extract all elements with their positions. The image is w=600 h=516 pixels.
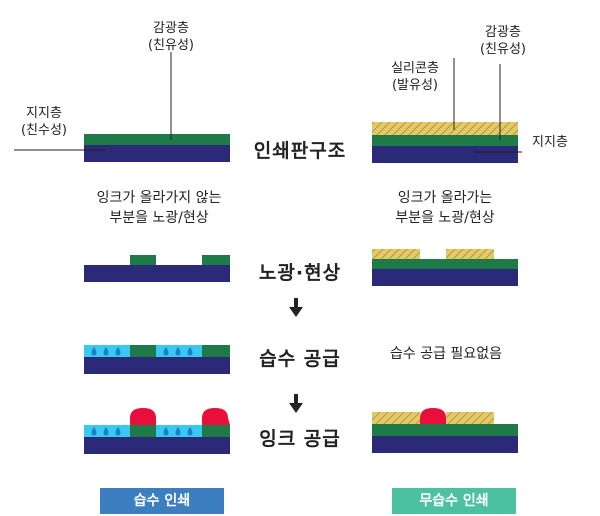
- left-plate-water: [84, 345, 230, 374]
- support-label-right: 지지층: [532, 135, 568, 150]
- support-label-left: 지지층 (친수성): [20, 106, 68, 138]
- photoresist-label-left: 감광층 (친유성): [147, 21, 195, 53]
- right-water-description: 습수 공급 필요없음: [390, 346, 502, 362]
- right-plate-ink: [372, 408, 518, 453]
- stage-structure: 인쇄판구조: [253, 140, 347, 162]
- wet-printing-button[interactable]: 습수 인쇄: [100, 488, 224, 514]
- photoresist-layer: [84, 134, 230, 145]
- photoresist-label-right: 감광층 (친유성): [479, 25, 527, 57]
- silicone-label: 실리콘층 (발유성): [391, 61, 439, 93]
- stage-ink: 잉크 공급: [259, 428, 341, 450]
- stage-water: 습수 공급: [259, 348, 341, 370]
- left-plate-ink: [84, 408, 230, 454]
- left-plate-developed: [84, 255, 230, 282]
- right-plate-developed: [372, 249, 518, 286]
- down-arrow-icon: [289, 298, 303, 317]
- support-layer: [84, 145, 230, 162]
- down-arrow-icon: [289, 394, 303, 413]
- right-exposure-description: 잉크가 올라가는 부분을 노광/현상: [395, 190, 495, 226]
- ink-drop: [130, 408, 156, 425]
- stage-develop: 노광·현상: [258, 262, 342, 284]
- silicone-layer: [372, 122, 518, 135]
- left-exposure-description: 잉크가 올라가지 않는 부분을 노광/현상: [96, 190, 222, 226]
- right-plate-structure: [372, 122, 518, 163]
- ink-drop: [202, 408, 230, 425]
- waterless-printing-button[interactable]: 무습수 인쇄: [392, 488, 516, 514]
- support-layer: [372, 146, 518, 163]
- ink-drop: [420, 408, 446, 424]
- photoresist-layer: [372, 135, 518, 146]
- left-plate-structure: [84, 134, 230, 162]
